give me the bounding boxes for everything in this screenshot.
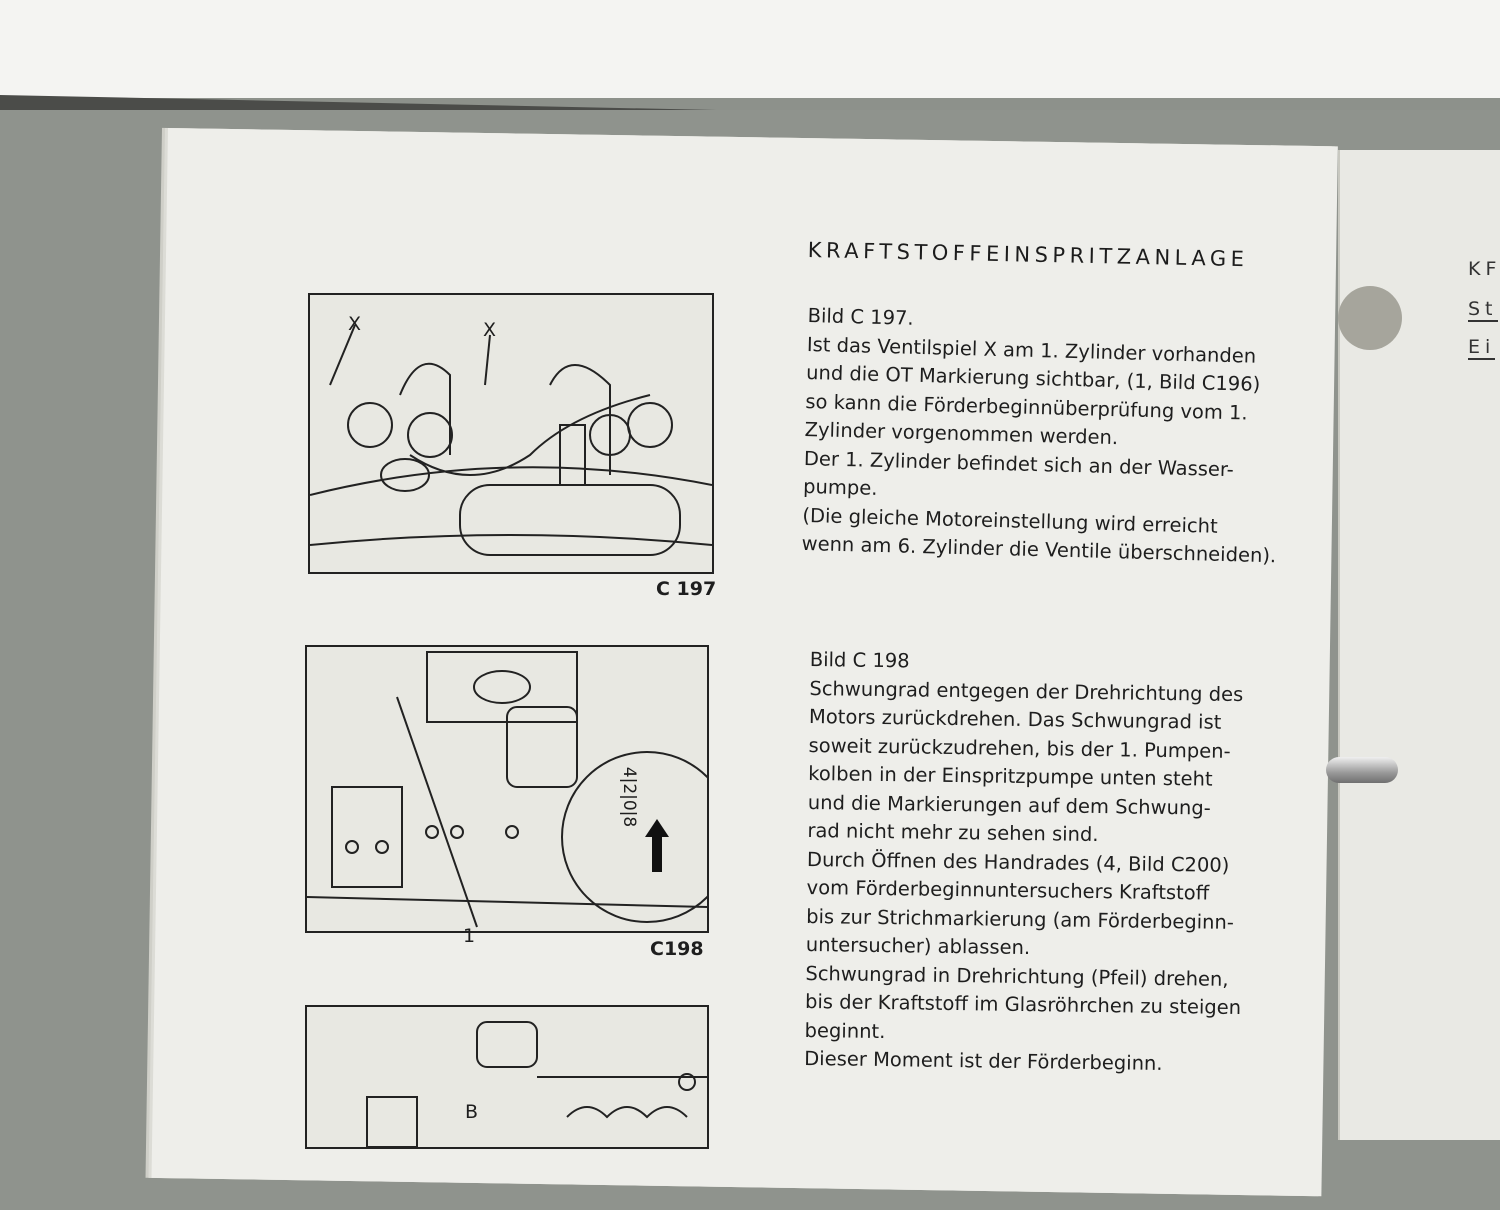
right-page-line: KF xyxy=(1468,258,1500,280)
engine-valve-illustration xyxy=(310,324,712,556)
figure-c197: X X xyxy=(308,293,714,574)
flywheel-markings: 4|2|0|8 xyxy=(619,766,640,828)
right-page-line: Ei xyxy=(1468,336,1496,360)
pump-illustration xyxy=(366,1021,707,1147)
punch-hole xyxy=(1338,286,1402,350)
figure-caption: C 197 xyxy=(656,578,717,600)
figure-label: X xyxy=(348,313,362,335)
figure-label: X xyxy=(483,319,497,341)
section-c197: Bild C 197. Ist das Ventilspiel X am 1. … xyxy=(801,302,1282,571)
binder-ring xyxy=(1326,757,1398,783)
figure-label: B xyxy=(465,1101,479,1123)
flywheel-illustration xyxy=(307,651,707,928)
figure-caption: C198 xyxy=(650,938,704,960)
text-line: Dieser Moment ist der Förderbeginn. xyxy=(804,1046,1163,1075)
background-wall xyxy=(0,0,1500,98)
section-c198: Bild C 198 Schwungrad entgegen der Drehr… xyxy=(804,646,1246,1080)
figure-label: 1 xyxy=(463,925,476,947)
right-page-line: St xyxy=(1468,298,1498,322)
figure-c199: B xyxy=(305,1005,709,1149)
figure-c198: 4|2|0|8 xyxy=(305,645,709,933)
